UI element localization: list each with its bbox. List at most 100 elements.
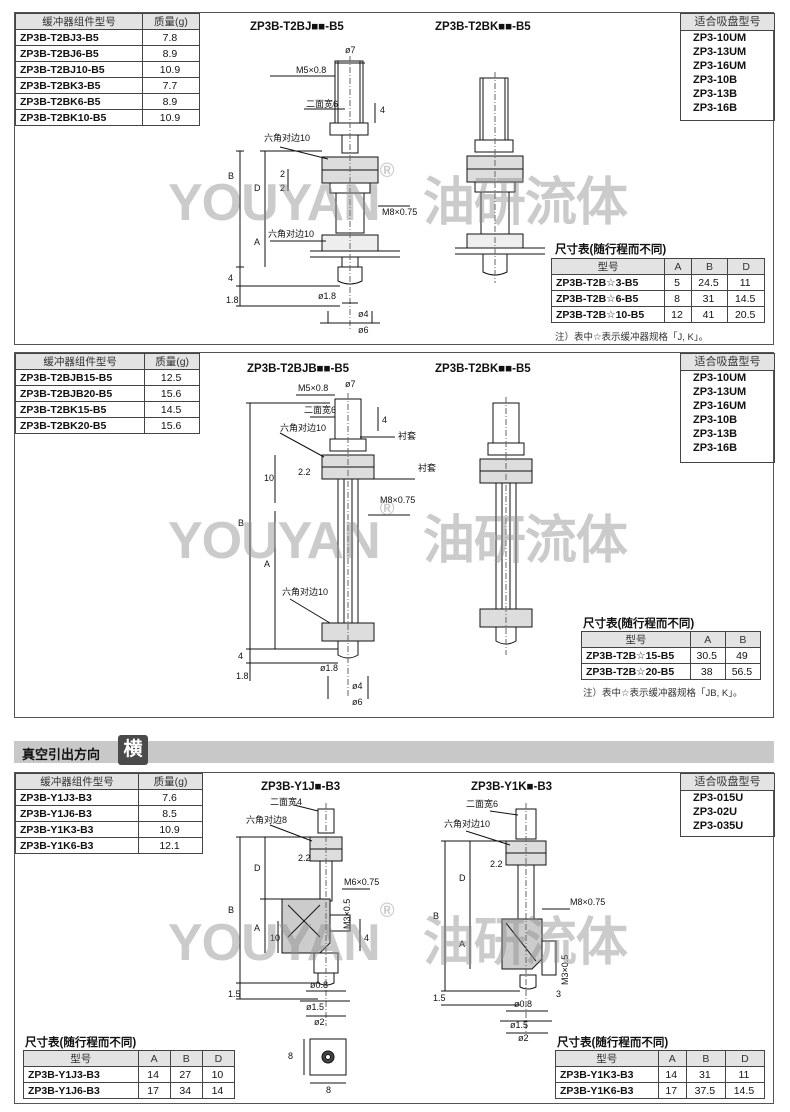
label-D: D	[254, 183, 261, 193]
watermark: YOUYAN® 油研流体	[168, 900, 628, 975]
drawing-k	[455, 72, 545, 283]
label-phi2: ø2	[518, 1033, 529, 1043]
section-badge: 横	[118, 735, 148, 765]
pad-compat-box: 适合吸盘型号 ZP3-10UM ZP3-13UM ZP3-16UM ZP3-10…	[680, 353, 775, 463]
label-hex10-top: 六角对边10	[264, 132, 310, 143]
label-2: 2	[280, 183, 285, 193]
section-header: 真空引出方向 横	[14, 735, 774, 765]
label-phi6: ø6	[352, 697, 363, 707]
label-4: 4	[380, 105, 385, 115]
label-10: 10	[270, 933, 280, 943]
pad-item: ZP3-015U	[693, 792, 744, 804]
label-A: A	[459, 939, 465, 949]
dim-table-note: 注）表中☆表示缓冲器规格「J, K」。	[555, 332, 709, 343]
pad-compat-box: 适合吸盘型号 ZP3-015U ZP3-02U ZP3-035U	[680, 773, 775, 837]
watermark-reg: ®	[379, 498, 395, 520]
col-header: 质量(g)	[144, 353, 200, 370]
label-D: D	[254, 863, 261, 873]
label-10: 10	[264, 473, 274, 483]
watermark-brand: YOUYAN	[168, 914, 381, 972]
dim-table-caption: 尺寸表(随行程而不同)	[583, 618, 695, 630]
pad-item: ZP3-16B	[693, 102, 738, 114]
label-1.5: 1.5	[433, 993, 446, 1003]
label-B: B	[228, 905, 234, 915]
pad-item: ZP3-035U	[693, 820, 744, 832]
pad-item: ZP3-16UM	[693, 60, 747, 72]
pad-item: ZP3-02U	[693, 806, 738, 818]
drawing-title-k: ZP3B-T2BK■■-B5	[435, 363, 531, 375]
watermark: YOUYAN® 油研流体	[168, 160, 628, 235]
label-phi4: ø4	[352, 681, 363, 691]
drawing-title-k: ZP3B-Y1K■-B3	[471, 781, 553, 793]
label-m3: M3×0.5	[342, 899, 352, 929]
pad-item: ZP3-10UM	[693, 32, 747, 44]
drawing-y1j: 二面宽4 六角对边8 M6×0.75 M3×0.5 ø0.8 ø1.5 ø2 B…	[228, 796, 379, 1027]
dim-table-caption: 尺寸表(随行程而不同)	[555, 244, 667, 256]
drawing-j: M5×0.8 ø7 二面宽6 六角对边10 六角对边10 衬套 衬套 M8×0.…	[236, 379, 436, 707]
label-8: 8	[288, 1051, 293, 1061]
label-m8: M8×0.75	[382, 207, 417, 217]
drawing-y1k: 二面宽6 六角对边10 M8×0.75 M3×0.5 ø0.8 ø1.5 ø2 …	[433, 798, 605, 1043]
drawing-title-k: ZP3B-T2BK■■-B5	[435, 21, 531, 33]
label-bushing: 衬套	[418, 462, 436, 473]
drawing-j: M5×0.8 ø7 二面宽6 六角对边10 六角对边10 M8×0.75 ø1.…	[226, 45, 417, 335]
label-phi18: ø1.8	[320, 663, 338, 673]
label-A: A	[254, 923, 260, 933]
label-phi6: ø6	[358, 325, 369, 335]
pad-item: ZP3-13UM	[693, 46, 747, 58]
label-hex10: 六角对边10	[444, 818, 490, 829]
label-phi4: ø4	[358, 309, 369, 319]
dim-table-note: 注）表中☆表示缓冲器规格「JB, K」。	[583, 688, 743, 699]
label-1.8: 1.8	[236, 671, 249, 681]
label-3: 3	[556, 989, 561, 999]
label-m6: M6×0.75	[344, 877, 379, 887]
label-m5: M5×0.8	[296, 65, 326, 75]
label-phi18: ø1.8	[318, 291, 336, 301]
label-B: B	[433, 911, 439, 921]
dim-table-caption-left: 尺寸表(随行程而不同)	[25, 1037, 137, 1049]
label-flat6: 二面宽6	[306, 98, 338, 109]
pad-item: ZP3-13UM	[693, 386, 747, 398]
label-4: 4	[382, 415, 387, 425]
drawing-title-j: ZP3B-Y1J■-B3	[261, 781, 341, 793]
label-B: B	[238, 518, 244, 528]
label-flat6: 二面宽6	[304, 404, 336, 415]
label-4: 4	[238, 651, 243, 661]
label-phi7: ø7	[345, 45, 356, 55]
watermark-reg: ®	[379, 160, 395, 182]
drawing-bottom-view: 8 8	[288, 1038, 347, 1095]
watermark-cn: 油研流体	[422, 512, 628, 570]
label-hex8: 六角对边8	[246, 814, 287, 825]
label-phi0.8: ø0.8	[310, 980, 328, 990]
label-m8: M8×0.75	[380, 495, 415, 505]
watermark-brand: YOUYAN	[168, 174, 381, 232]
col-header: 缓冲器组件型号	[15, 13, 143, 30]
section-title: 真空引出方向	[22, 747, 101, 762]
col-header: 质量(g)	[141, 13, 201, 30]
label-flat4: 二面宽4	[270, 796, 302, 807]
pad-header: 适合吸盘型号	[681, 14, 774, 31]
col-header: 缓冲器组件型号	[14, 353, 146, 370]
label-flat6: 二面宽6	[466, 798, 498, 809]
